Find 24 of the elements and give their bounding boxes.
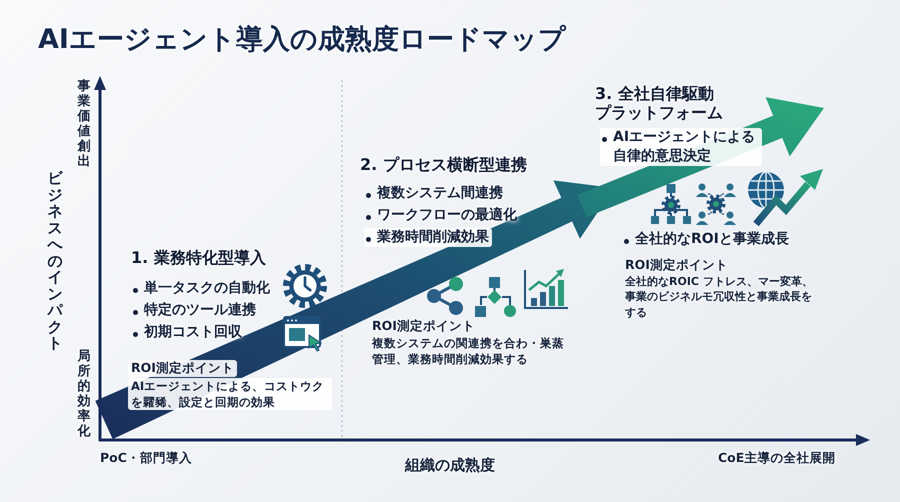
bullet-item: 単一タスクの自動化 [131, 279, 270, 298]
bullet-item: ワークフローの最適化 [364, 206, 517, 225]
note-text: 複数システムの関連携を合わ・巣蒸管理、業務時間削減効果する [372, 335, 564, 368]
axis-end-label: CoE主導の全社展開 [718, 450, 836, 467]
bullet-item: 特定のツール連携 [131, 301, 256, 320]
roi-heading: ROI測定ポイント [625, 257, 728, 274]
stage-heading: 3. 全社自律駆動プラットフォーム [595, 84, 724, 122]
bullet-item: AIエージェントによる自律的意思決定 [600, 128, 762, 166]
page-title: AIエージェント導入の成熟度ロードマップ [38, 24, 566, 56]
axis-end-label: 局所的効率化 [77, 350, 91, 440]
axis-title: 組織の成熟度 [405, 455, 495, 476]
note-text: 全社的なROIC フトレス、マー変革、事業のビジネルモ冗収性と事業成長をする [625, 274, 814, 320]
roi-heading: ROI測定ポイント [372, 318, 475, 335]
roi-heading: ROI測定ポイント [128, 360, 237, 377]
axis-end-label: 事業価値創出 [77, 80, 91, 170]
note-text: AIエージェントによる、コストウクを糶豨、設定と回期の効果 [128, 378, 332, 410]
bullet-item: 業務時間削減効果 [364, 228, 492, 247]
stage-heading: 2. プロセス横断型連携 [360, 155, 527, 174]
bullet-item: 複数システム間連携 [364, 184, 503, 203]
stage-heading: 1. 業務特化型導入 [131, 248, 266, 268]
axis-end-label: PoC・部門導入 [100, 450, 192, 467]
axis-title: ビジネスへのインパクト [47, 170, 63, 352]
bullet-item: 全社的なROIと事業成長 [622, 230, 789, 249]
bullet-item: 初期コスト回収 [131, 323, 242, 342]
